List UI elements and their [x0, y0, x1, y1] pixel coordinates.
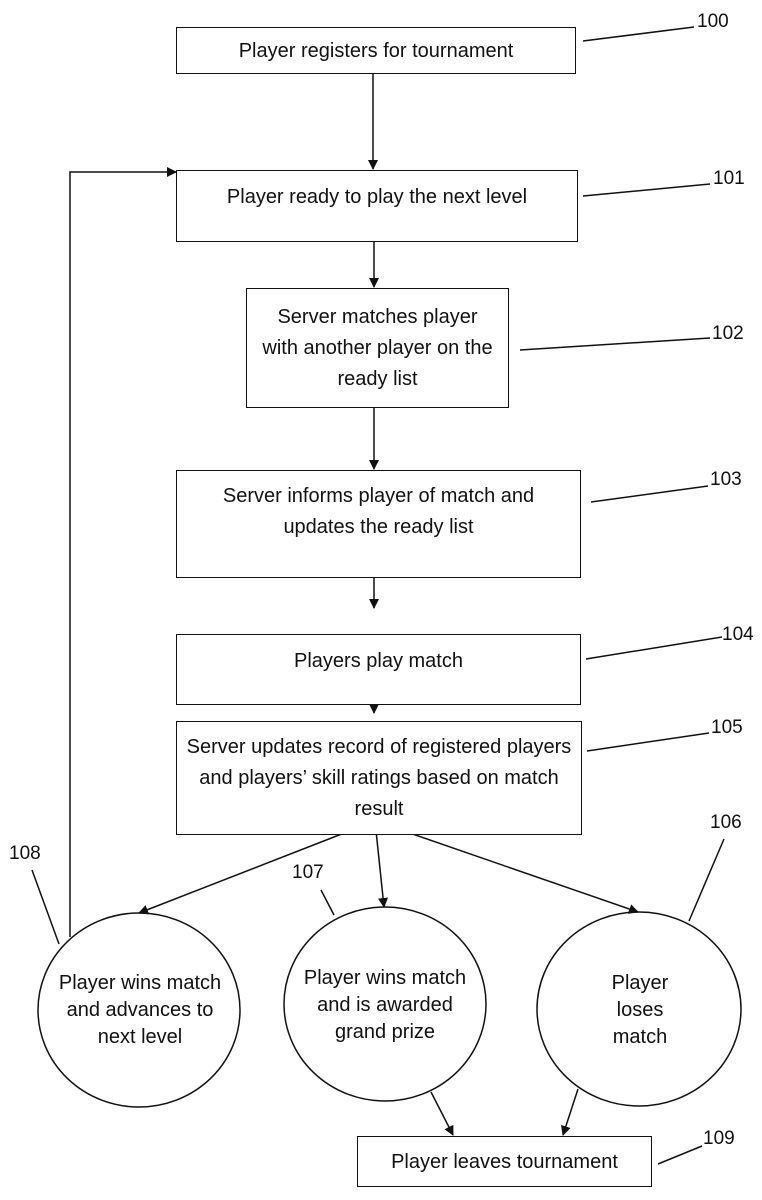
- ref-number-102: 102: [712, 323, 744, 345]
- leader-104: [586, 637, 722, 659]
- step-label-109: Player leaves tournament: [391, 1150, 618, 1174]
- leader-101: [583, 184, 710, 196]
- ref-number-101: 101: [713, 168, 745, 190]
- leader-107: [321, 890, 334, 915]
- leader-109: [658, 1146, 702, 1164]
- ref-number-109: 109: [703, 1128, 735, 1150]
- step-label-101: Player ready to play the next level: [227, 185, 527, 209]
- ref-number-100: 100: [697, 11, 729, 33]
- leader-105: [587, 733, 709, 751]
- step-box-104: Players play match: [176, 634, 581, 705]
- step-label-103: Server informs player of match and updat…: [194, 481, 564, 543]
- ref-number-104: 104: [722, 624, 754, 646]
- leader-102: [520, 338, 710, 350]
- outcome-label-106: Player loses match: [590, 955, 690, 1065]
- step-box-101: Player ready to play the next level: [176, 170, 578, 242]
- arrow-106-109: [563, 1089, 578, 1135]
- leader-103: [591, 486, 708, 502]
- leader-108: [32, 870, 59, 944]
- ref-number-105: 105: [711, 717, 743, 739]
- ref-number-103: 103: [710, 469, 742, 491]
- ref-number-106: 106: [710, 812, 742, 834]
- step-label-104: Players play match: [294, 649, 463, 673]
- step-box-100: Player registers for tournament: [176, 27, 576, 74]
- step-label-105: Server updates record of registered play…: [187, 732, 572, 825]
- step-box-109: Player leaves tournament: [357, 1136, 652, 1187]
- leader-100: [583, 27, 694, 41]
- outcome-label-107: Player wins match and is awarded grand p…: [295, 945, 475, 1065]
- arrow-107-109: [431, 1092, 453, 1135]
- ref-number-107: 107: [292, 862, 324, 884]
- leader-106: [689, 839, 724, 921]
- outcome-label-108: Player wins match and advances to next l…: [55, 950, 225, 1070]
- step-box-102: Server matches player with another playe…: [246, 288, 509, 408]
- step-box-105: Server updates record of registered play…: [176, 721, 582, 835]
- ref-number-108: 108: [9, 843, 41, 865]
- step-label-102: Server matches player with another playe…: [258, 302, 498, 395]
- step-box-103: Server informs player of match and updat…: [176, 470, 581, 578]
- step-label-100: Player registers for tournament: [239, 39, 514, 63]
- loop-arrow-108-101: [70, 172, 176, 937]
